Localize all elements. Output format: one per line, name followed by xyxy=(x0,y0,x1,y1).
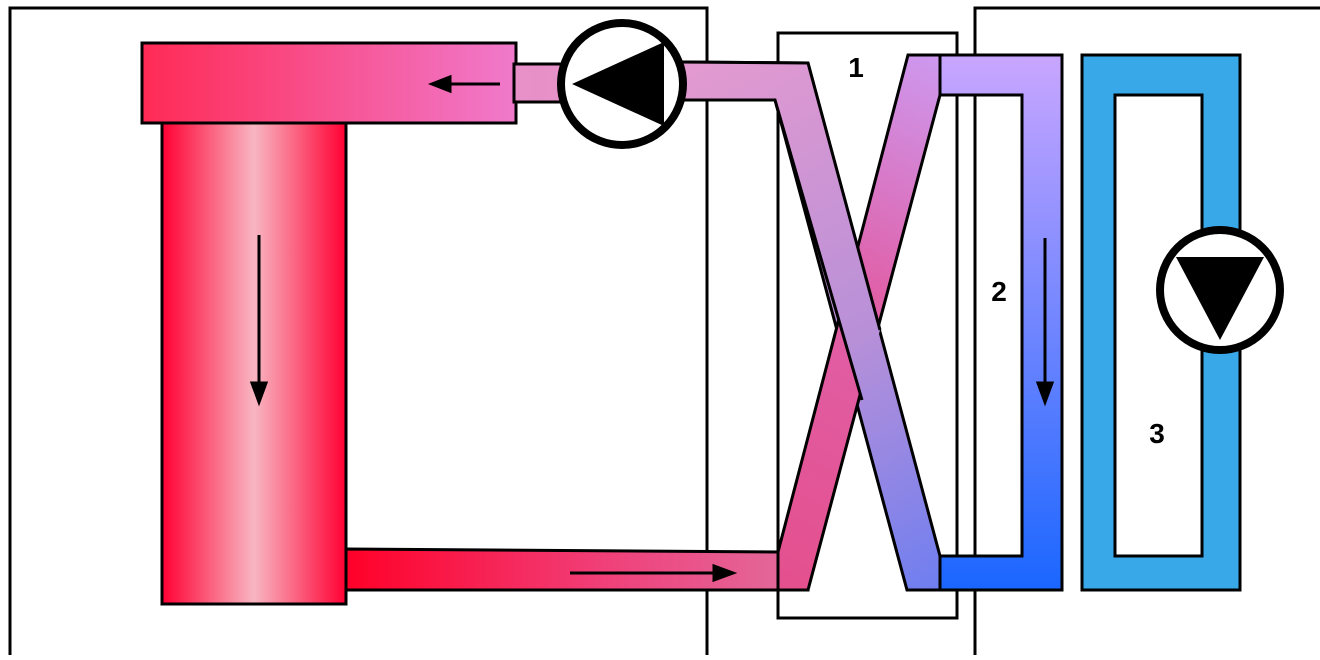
flow-arrow-icon xyxy=(249,74,1055,583)
arrow-header-head xyxy=(427,74,452,94)
pump-down-icon xyxy=(1156,226,1284,354)
crossing-edge-top xyxy=(679,60,882,331)
arrow-loop2-head xyxy=(1035,381,1055,407)
left-enclosure xyxy=(8,6,709,655)
loop-2 xyxy=(938,53,1064,592)
pump-left-icon xyxy=(557,19,687,149)
label-1: 1 xyxy=(848,52,864,83)
frame-lines xyxy=(8,6,1320,655)
tank-outlet-pipe xyxy=(344,547,810,592)
right-enclosure xyxy=(973,6,1320,655)
label-3: 3 xyxy=(1149,418,1165,449)
crossing-edge-bottom xyxy=(680,98,864,401)
hot-tank xyxy=(160,113,348,606)
arrow-tank-head xyxy=(249,381,269,407)
label-2: 2 xyxy=(991,276,1007,307)
arrow-outlet-head xyxy=(712,563,738,583)
exchanger-box xyxy=(776,31,959,620)
